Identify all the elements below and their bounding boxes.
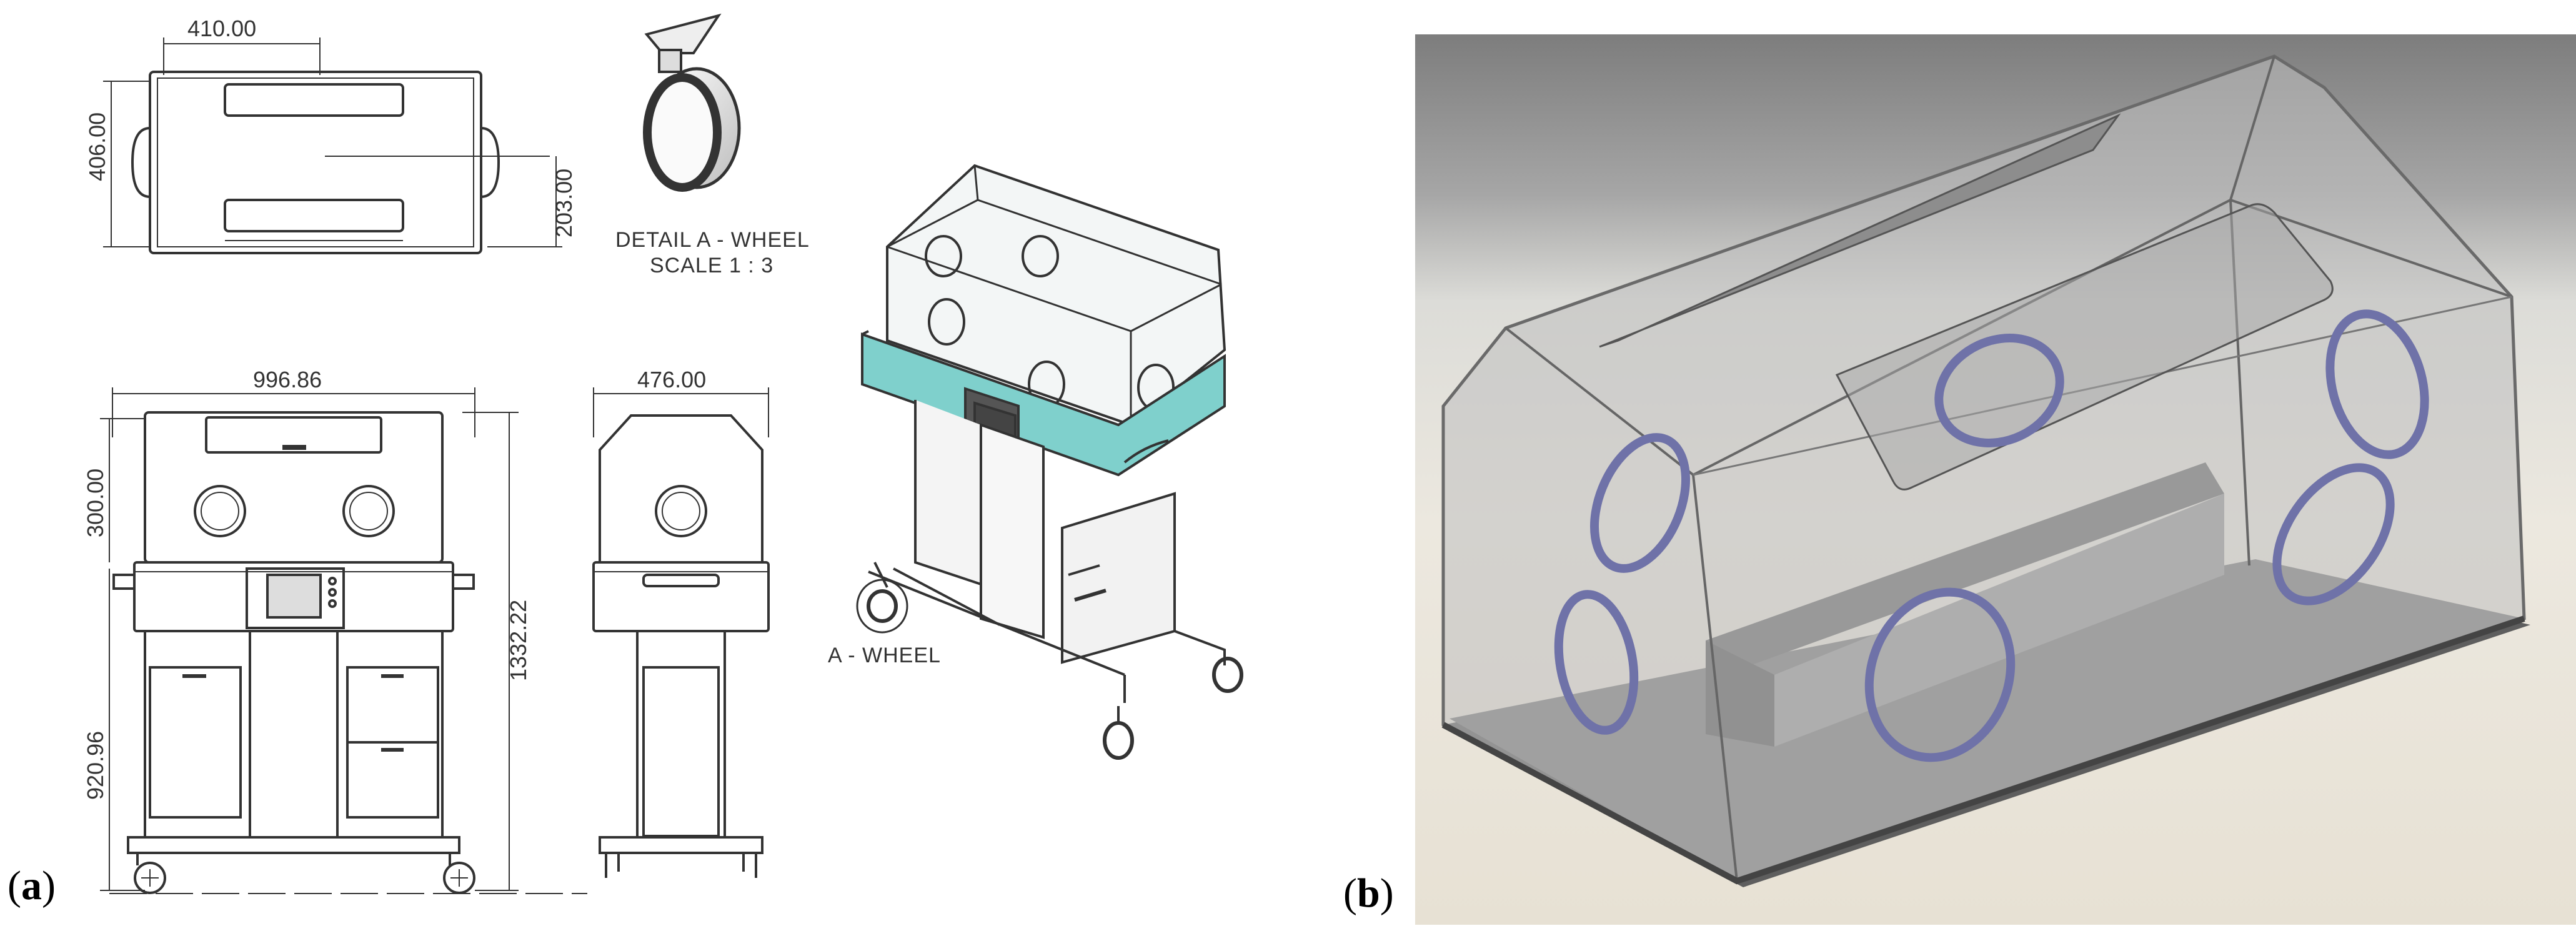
wheel-callout: A - WHEEL (828, 644, 941, 667)
panel-a-drawing (100, 13, 1243, 894)
panel-label-a-letter: a (21, 863, 42, 909)
dim-front-width: 996.86 (253, 367, 322, 392)
panel-label-a-open: ( (7, 863, 21, 909)
dim-hood-height: 300.00 (82, 469, 108, 537)
detail-scale: SCALE 1 : 3 (650, 254, 773, 277)
top-view (103, 37, 562, 254)
dim-top-width: 410.00 (187, 16, 256, 41)
dim-side-width: 476.00 (637, 367, 706, 392)
dim-top-depth: 406.00 (84, 112, 110, 181)
panel-label-a: (a) (7, 862, 56, 910)
dim-total-height: 1332.22 (505, 600, 531, 681)
isometric-view (856, 164, 1243, 760)
dim-top-half-depth: 203.00 (551, 169, 577, 237)
front-view (100, 387, 587, 894)
dim-base-height: 920.96 (82, 731, 108, 800)
panel-label-b-close: ) (1380, 870, 1394, 916)
wheel-detail (643, 13, 741, 192)
panel-label-b-letter: b (1356, 870, 1380, 916)
detail-title: DETAIL A - WHEEL (615, 228, 810, 252)
panel-label-b-open: ( (1343, 870, 1357, 916)
side-view (592, 387, 770, 878)
panel-label-b: (b) (1343, 870, 1394, 917)
panel-label-a-close: ) (41, 863, 56, 909)
panel-b-render (1415, 34, 2576, 925)
